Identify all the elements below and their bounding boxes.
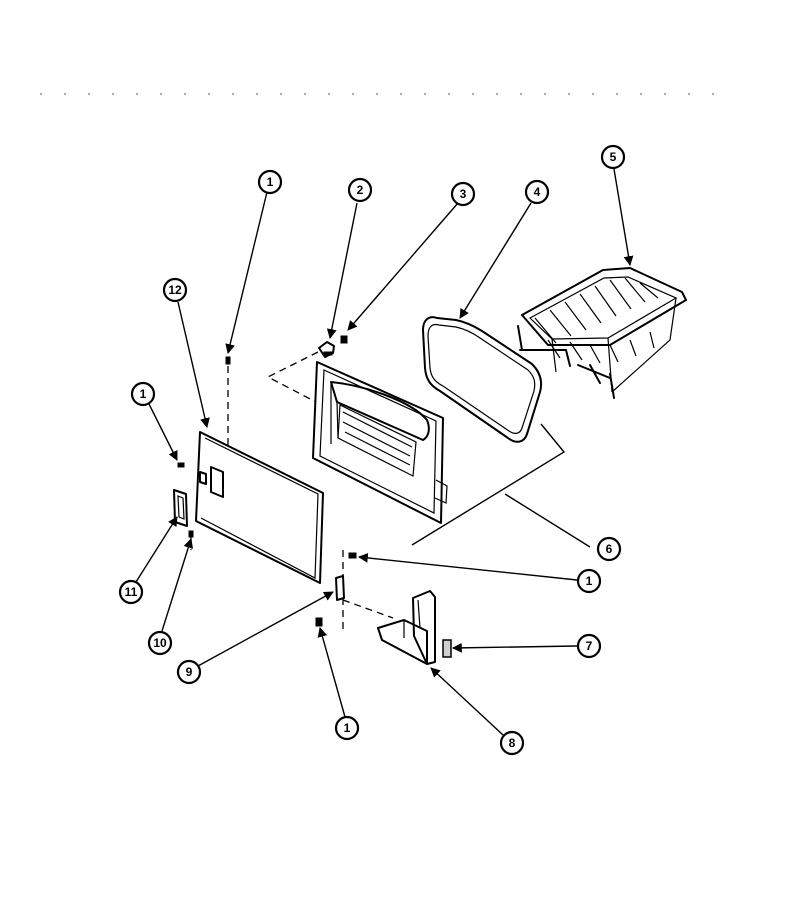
clip-below-handle: [188, 530, 194, 538]
callout-8: 8: [499, 730, 525, 756]
door-panel: [195, 431, 324, 584]
callout-label: 7: [586, 639, 593, 653]
callout-1-bottom: 1: [334, 715, 360, 741]
callout-7: 7: [576, 633, 602, 659]
callout-12: 12: [162, 277, 188, 303]
screw-upper-door: [225, 356, 231, 365]
callout-label: 11: [125, 585, 138, 599]
callout-5: 5: [600, 144, 626, 170]
hinge-pin: [442, 639, 452, 658]
callout-label: 1: [140, 387, 147, 401]
hinge-screw: [340, 335, 348, 344]
callout-2: 2: [347, 177, 373, 203]
callout-label: 8: [509, 736, 516, 750]
alignment-lines: [190, 351, 394, 634]
callout-10: 10: [147, 630, 173, 656]
assembly-bracket: [411, 423, 591, 548]
callout-label: 9: [186, 665, 193, 679]
callout-label: 2: [357, 183, 364, 197]
callout-4: 4: [524, 179, 550, 205]
lower-hinge-screw: [348, 552, 357, 559]
leader-lines: [135, 168, 634, 736]
callout-label: 1: [267, 175, 274, 189]
drying-rack: [517, 267, 687, 399]
bottom-screw: [315, 617, 323, 627]
callout-label: 10: [153, 636, 167, 650]
callout-label: 1: [344, 721, 351, 735]
hinge-plate: [335, 575, 345, 601]
callout-label: 1: [586, 574, 593, 588]
callout-label: 5: [610, 150, 617, 164]
door-handle: [173, 489, 188, 527]
hinge-bracket: [377, 590, 436, 665]
callout-label: 3: [460, 187, 467, 201]
callout-1-top: 1: [257, 169, 283, 195]
callout-1-left: 1: [130, 381, 156, 407]
hinge-clip: [318, 341, 335, 358]
callout-6: 6: [596, 536, 622, 562]
screw-left-door: [177, 462, 185, 468]
callout-3: 3: [450, 181, 476, 207]
callout-1-right: 1: [576, 568, 602, 594]
door-liner: [312, 361, 448, 524]
door-gasket: [422, 316, 543, 443]
callout-label: 6: [606, 542, 613, 556]
callout-label: 4: [534, 185, 541, 199]
callout-9: 9: [176, 659, 202, 685]
callout-label: 12: [168, 283, 182, 297]
callout-11: 11: [118, 579, 144, 605]
